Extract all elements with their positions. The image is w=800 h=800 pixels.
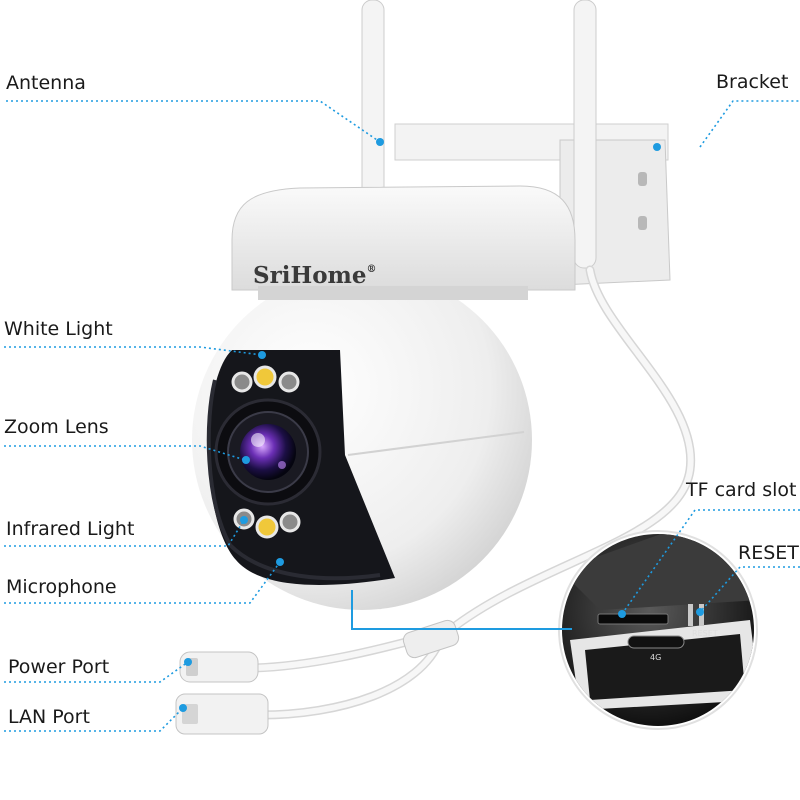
reset-button	[688, 604, 693, 626]
bracket-callout-line	[699, 100, 800, 148]
antenna-callout-line	[6, 100, 381, 143]
bracket-hole	[638, 172, 647, 186]
zoom-lens-callout-line	[4, 445, 246, 461]
left-antenna	[361, 0, 385, 206]
lan-port-callout-line	[4, 707, 184, 732]
power-port-label: Power Port	[8, 656, 110, 678]
microphone-callout-line	[4, 561, 281, 604]
callout-lines	[4, 100, 800, 732]
infrared-light-label: Infrared Light	[6, 518, 135, 540]
camera-housing	[231, 185, 576, 300]
top-led-array	[231, 365, 300, 393]
bracket-label: Bracket	[716, 71, 789, 93]
tf-reset-inset: RESET 4G	[558, 530, 758, 730]
usb-port	[627, 635, 685, 649]
lan-connector	[175, 693, 269, 735]
callout-dots	[179, 138, 704, 712]
brand-logo: SriHome®	[253, 262, 377, 289]
power-connector	[179, 651, 259, 683]
microphone-label: Microphone	[6, 576, 117, 598]
reset-callout-line	[699, 566, 800, 613]
lan-port-label: LAN Port	[8, 706, 90, 728]
tf-card-slot	[597, 613, 669, 625]
tf-card-callout-line	[621, 509, 800, 615]
zoom-lens-label: Zoom Lens	[4, 416, 109, 438]
bracket-hole	[638, 216, 647, 230]
zoom-lens	[214, 398, 322, 506]
right-antenna	[573, 0, 597, 269]
card-print: 4G	[650, 653, 661, 662]
tf-card-slot-label: TF card slot	[686, 479, 797, 501]
reset-print: RESET	[692, 629, 718, 638]
power-port-callout-line	[4, 661, 189, 683]
white-light-led	[253, 365, 277, 389]
antenna-label: Antenna	[6, 72, 86, 94]
inset-connector-line	[351, 590, 572, 630]
white-light-label: White Light	[4, 318, 113, 340]
white-light-callout-line	[4, 346, 263, 356]
reset-label: RESET	[738, 542, 799, 564]
